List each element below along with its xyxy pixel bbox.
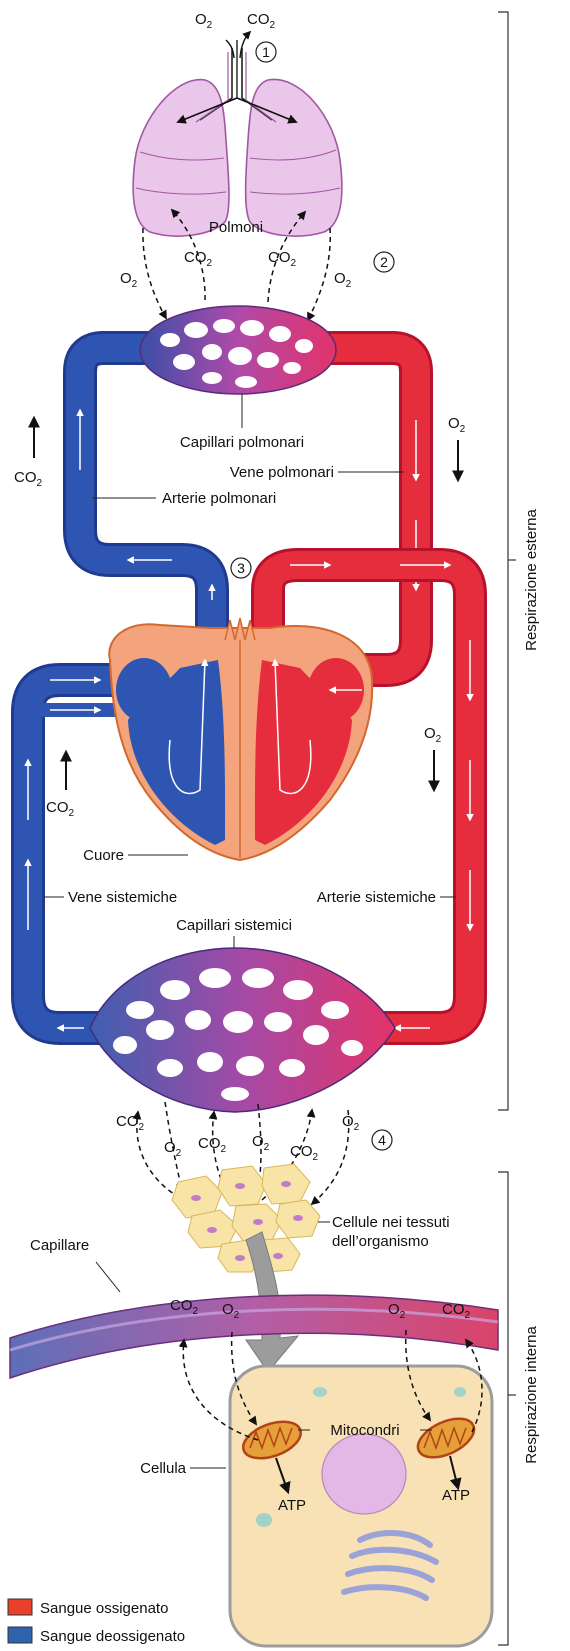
cell — [230, 1366, 492, 1646]
step-1-marker: 1 — [256, 42, 276, 62]
o2-right-upper: O2 — [448, 415, 466, 435]
systemic-capillaries-label: Capillari sistemici — [176, 917, 292, 934]
pulmonary-veins-label: Vene polmonari — [230, 464, 334, 481]
co2-lung-right: CO2 — [268, 249, 297, 269]
svg-text:4: 4 — [378, 1132, 386, 1148]
co2-tissue-1: CO2 — [116, 1113, 145, 1133]
o2-lung-left: O2 — [120, 270, 138, 290]
legend-label-deoxygenated: Sangue deossigenato — [40, 1628, 185, 1645]
co2-left-lower: CO2 — [46, 799, 75, 819]
pulmonary-capillaries — [140, 306, 336, 394]
o2-right-lower: O2 — [424, 725, 442, 745]
external-respiration-bracket — [498, 12, 516, 1110]
step-3-marker: 3 — [231, 558, 251, 578]
legend-swatch-deoxygenated — [8, 1627, 32, 1643]
co2-tissue-3: CO2 — [290, 1143, 319, 1163]
heart-label: Cuore — [83, 847, 124, 864]
pulmonary-capillaries-label: Capillari polmonari — [180, 434, 304, 451]
mitochondria-label: Mitocondri — [330, 1422, 399, 1439]
legend-swatch-oxygenated — [8, 1599, 32, 1615]
external-respiration-label: Respirazione esterna — [523, 508, 540, 650]
o2-tissue-3: O2 — [342, 1113, 360, 1133]
internal-respiration-label: Respirazione interna — [523, 1326, 540, 1464]
svg-text:2: 2 — [380, 254, 388, 270]
lungs-label: Polmoni — [209, 219, 263, 236]
co2-top: CO2 — [247, 11, 276, 31]
systemic-capillaries — [90, 948, 395, 1112]
legend: Sangue ossigenato Sangue deossigenato — [8, 1599, 185, 1645]
co2-tissue-2: CO2 — [198, 1135, 227, 1155]
systemic-arteries-label: Arterie sistemiche — [317, 889, 436, 906]
svg-text:3: 3 — [237, 560, 245, 576]
atp-left: ATP — [278, 1497, 306, 1514]
legend-label-oxygenated: Sangue ossigenato — [40, 1600, 168, 1617]
nucleus — [322, 1434, 406, 1514]
pulmonary-arteries-label: Arterie polmonari — [162, 490, 276, 507]
lungs — [133, 32, 342, 236]
co2-lung-left: CO2 — [184, 249, 213, 269]
o2-top: O2 — [195, 11, 213, 31]
right-lung — [246, 79, 342, 236]
co2-left-upper: CO2 — [14, 469, 43, 489]
systemic-veins-label: Vene sistemiche — [68, 889, 177, 906]
tissue-cells-label-line1: Cellule nei tessuti — [332, 1214, 450, 1231]
tissue-cells-label-line2: dell’organismo — [332, 1233, 429, 1250]
svg-text:1: 1 — [262, 44, 270, 60]
o2-tissue-1: O2 — [164, 1139, 182, 1159]
step-4-marker: 4 — [372, 1130, 392, 1150]
internal-respiration-bracket — [498, 1172, 516, 1645]
capillary-label: Capillare — [30, 1237, 89, 1254]
atp-right: ATP — [442, 1487, 470, 1504]
heart — [109, 618, 372, 860]
tissue-cells — [172, 1164, 320, 1272]
o2-lung-right: O2 — [334, 270, 352, 290]
left-lung — [133, 80, 229, 236]
step-2-marker: 2 — [374, 252, 394, 272]
cell-label: Cellula — [140, 1460, 187, 1477]
